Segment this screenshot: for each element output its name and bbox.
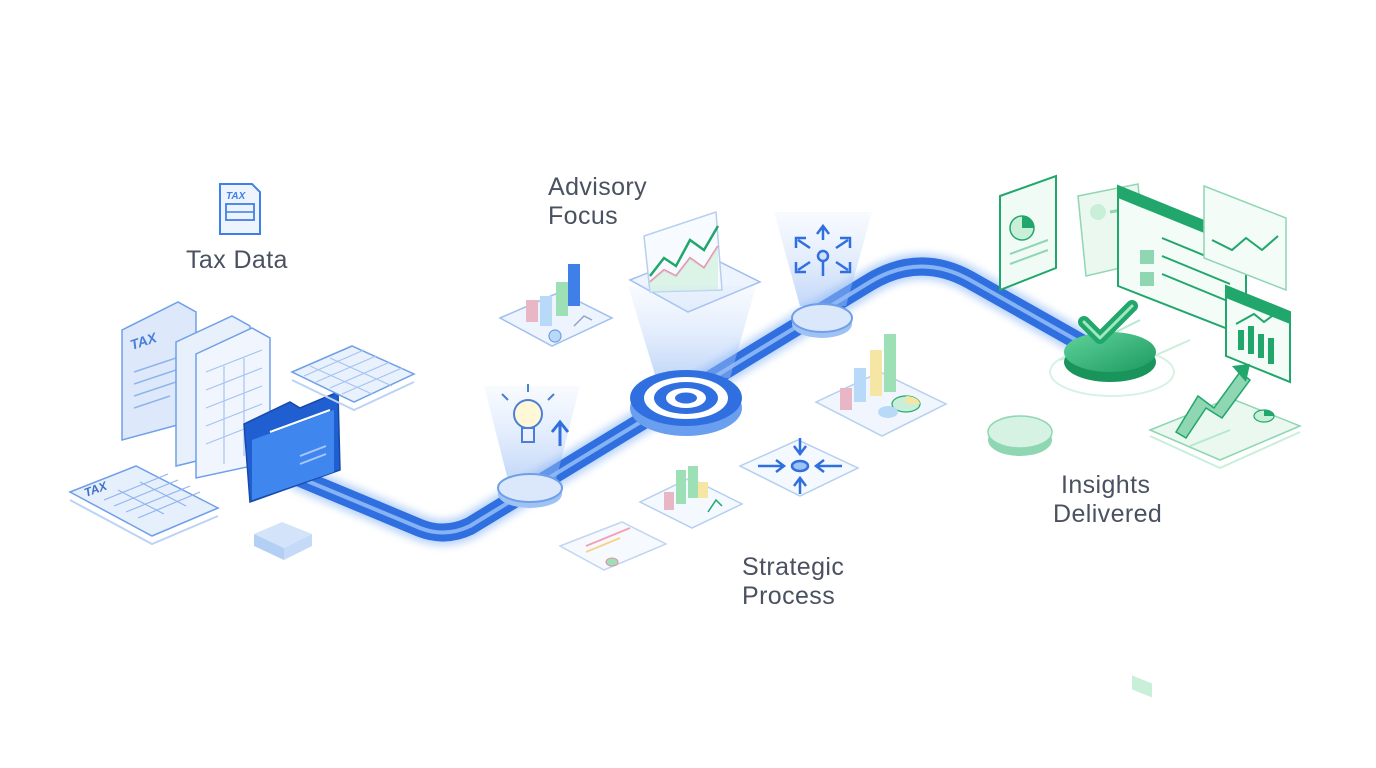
advisory-focus-label: Advisory Focus: [548, 173, 647, 231]
converge-arrows-icon: [738, 438, 860, 497]
tax-data-label: Tax Data: [186, 246, 288, 275]
folder-icon: [243, 390, 341, 504]
report-card-icon: [558, 521, 668, 571]
tax-form-tag: TAX: [226, 191, 247, 202]
tax-form-icon: TAX: [219, 183, 261, 235]
report-pie-icon: [999, 174, 1057, 292]
bar-chart-icon: [498, 264, 614, 347]
insights-delivered-line-1: Insights: [1061, 471, 1151, 499]
expand-node: [791, 303, 853, 338]
growth-chart-icon: [1148, 364, 1302, 470]
lightbulb-icon: [501, 384, 570, 446]
spreadsheet-icon: [290, 345, 416, 412]
target-icon: [630, 370, 742, 436]
insights-delivered-label: Insights Delivered: [1053, 471, 1162, 529]
tax-document-stack: TAX: [121, 301, 271, 479]
strategic-process-line-2: Process: [742, 582, 836, 610]
green-node: [987, 415, 1053, 456]
flow-path: [287, 253, 1098, 546]
tax-data-text: Tax Data: [186, 246, 288, 274]
checkmark-icon: [1049, 300, 1175, 397]
lightbulb-node: [497, 473, 563, 508]
process-chart-icon: [638, 466, 744, 529]
insights-delivered-line-2: Delivered: [1053, 500, 1163, 528]
data-block-icon: [254, 522, 312, 560]
strategic-process-label: Strategic Process: [742, 553, 844, 611]
trend-chart-icon: [1203, 184, 1291, 384]
advisory-focus-line-1: Advisory: [548, 173, 648, 201]
tax-sheet-icon: TAX: [68, 465, 220, 546]
pie-chart-icon: [814, 334, 948, 437]
advisory-beam: [628, 286, 756, 378]
expand-arrows-icon: [794, 223, 852, 276]
advisory-focus-line-2: Focus: [548, 202, 619, 230]
strategic-process-line-1: Strategic: [742, 553, 845, 581]
